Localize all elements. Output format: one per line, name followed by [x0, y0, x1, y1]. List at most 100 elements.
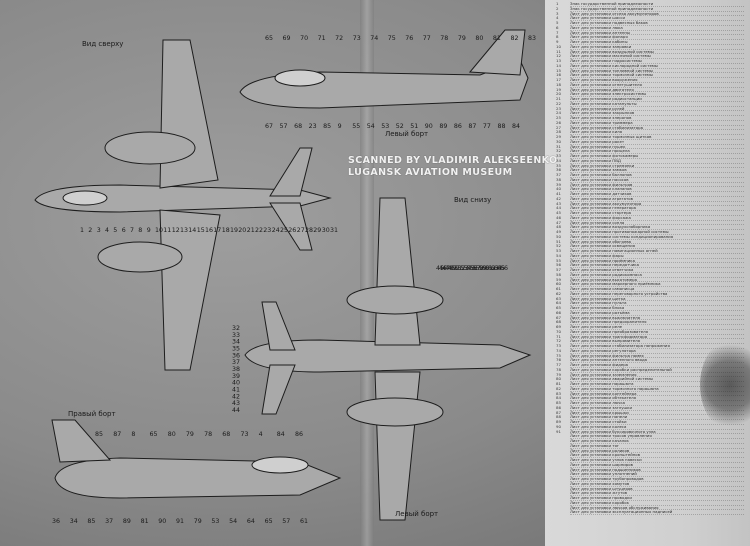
callout-number: 23 [309, 123, 317, 130]
legend-item-number: 90 [556, 424, 561, 429]
legend-item-number: 75 [556, 353, 561, 358]
legend-item-number: 89 [556, 420, 561, 424]
callout-number: 11 [163, 227, 171, 234]
legend-item-number: 86 [556, 405, 561, 410]
legend-item-number: 58 [556, 272, 561, 277]
callout-number: 78 [440, 35, 448, 42]
callout-number: 81 [141, 518, 149, 525]
legend-item-text: Лист для установки стойки [570, 420, 744, 425]
legend-item-text: Лист для установки баллонов [570, 173, 744, 178]
callout-number: 32 [232, 325, 240, 332]
legend-item-number: 31 [556, 144, 561, 149]
bottom-view-label: Вид снизу [454, 196, 492, 204]
callout-number: 47 [442, 265, 450, 272]
legend-item-number: 51 [556, 239, 561, 244]
legend-item-text: Лист для установки системы кондициониров… [570, 235, 744, 240]
callout-number: 37 [232, 359, 240, 366]
legend-item-text: Лист для установки фотокамеры [570, 154, 744, 159]
legend-item-text: Лист для установки маркерного приёмника [570, 282, 744, 287]
legend-item-number: 18 [556, 82, 561, 87]
callout-number: 83 [528, 35, 536, 42]
legend-item-text: Лист для установки датчиков [570, 192, 744, 197]
callout-number: 79 [186, 431, 194, 438]
callout-number: 60 [482, 265, 490, 272]
callout-number: 7 [130, 227, 134, 234]
callout-number: 44 [232, 407, 240, 414]
legend-item-text: Лист для установки пульта [570, 301, 744, 306]
legend-item-number: 36 [556, 168, 561, 173]
callout-number: 62 [488, 265, 496, 272]
legend-item-text: Лист для установки отсека аккумуляторов [570, 12, 744, 17]
legend-item-number: 84 [556, 396, 561, 401]
legend-item-text: Лист для установки регулятора [570, 349, 744, 354]
legend-item-text: Лист для установки кронштейнов [570, 453, 744, 458]
legend-item-number: 38 [556, 177, 561, 182]
legend-item-text: Лист для установки щитка [570, 297, 744, 302]
legend-item-text: Лист для установки разъёма [570, 311, 744, 316]
callout-number: 54 [463, 265, 471, 272]
legend-item-number: 44 [556, 206, 561, 211]
top-view-label: Вид сверху [82, 40, 124, 48]
callout-number: 77 [423, 35, 431, 42]
callout-number: 15 [197, 227, 205, 234]
bottom-view-drawing [244, 197, 532, 521]
legend-item-text: Лист для установки обтекателя [570, 396, 744, 401]
legend-item: Лист для установки кронштейнов [556, 453, 744, 458]
legend-item-text: Лист для установки трубопроводов [570, 477, 744, 482]
callout-number: 85 [95, 431, 103, 438]
legend-item-text: Лист для установки колеса [570, 425, 744, 430]
legend-item-text: Лист для установки стартера [570, 211, 744, 216]
legend-item-text: Лист для установки стремянки [570, 164, 744, 169]
legend-item-number: 83 [556, 391, 561, 396]
legend-item: Лист для установки лючков обслуживания [556, 506, 744, 511]
legend-item-text: Лист для установки аккумулятора [570, 202, 744, 207]
callout-number: 90 [158, 518, 166, 525]
callout-number: 28 [305, 227, 313, 234]
legend-item-number: 71 [556, 334, 561, 339]
legend-panel [545, 0, 750, 546]
callout-number: 63 [491, 265, 499, 272]
callout-number: 53 [381, 123, 389, 130]
top-view-drawing [34, 39, 332, 371]
legend-item-text: Лист для установки гидросистемы [570, 59, 744, 64]
callout-number: 3 [97, 227, 101, 234]
callout-number: 87 [113, 431, 121, 438]
legend-item-number: 72 [556, 339, 561, 344]
legend-item-text: Лист для установки панели [570, 415, 744, 420]
legend-item-text: Лист для установки обогрева [570, 240, 744, 245]
callout-number: 14 [188, 227, 196, 234]
legend-item-text: Лист для установки огнетушителя [570, 83, 744, 88]
legend-item-number: 74 [556, 348, 561, 353]
legend-item-text: Лист для установки лючка [570, 401, 744, 406]
callout-number: 36 [232, 352, 240, 359]
callout-number: 80 [168, 431, 176, 438]
legend-item-number [556, 510, 570, 515]
legend-item-number: 11 [556, 49, 561, 54]
legend-item-text: Лист для установки узлов навески [570, 458, 744, 463]
callout-number: 36 [52, 518, 60, 525]
legend-item-number: 5 [556, 21, 559, 25]
legend-item-text: Лист для установки выпрямителя [570, 339, 744, 344]
